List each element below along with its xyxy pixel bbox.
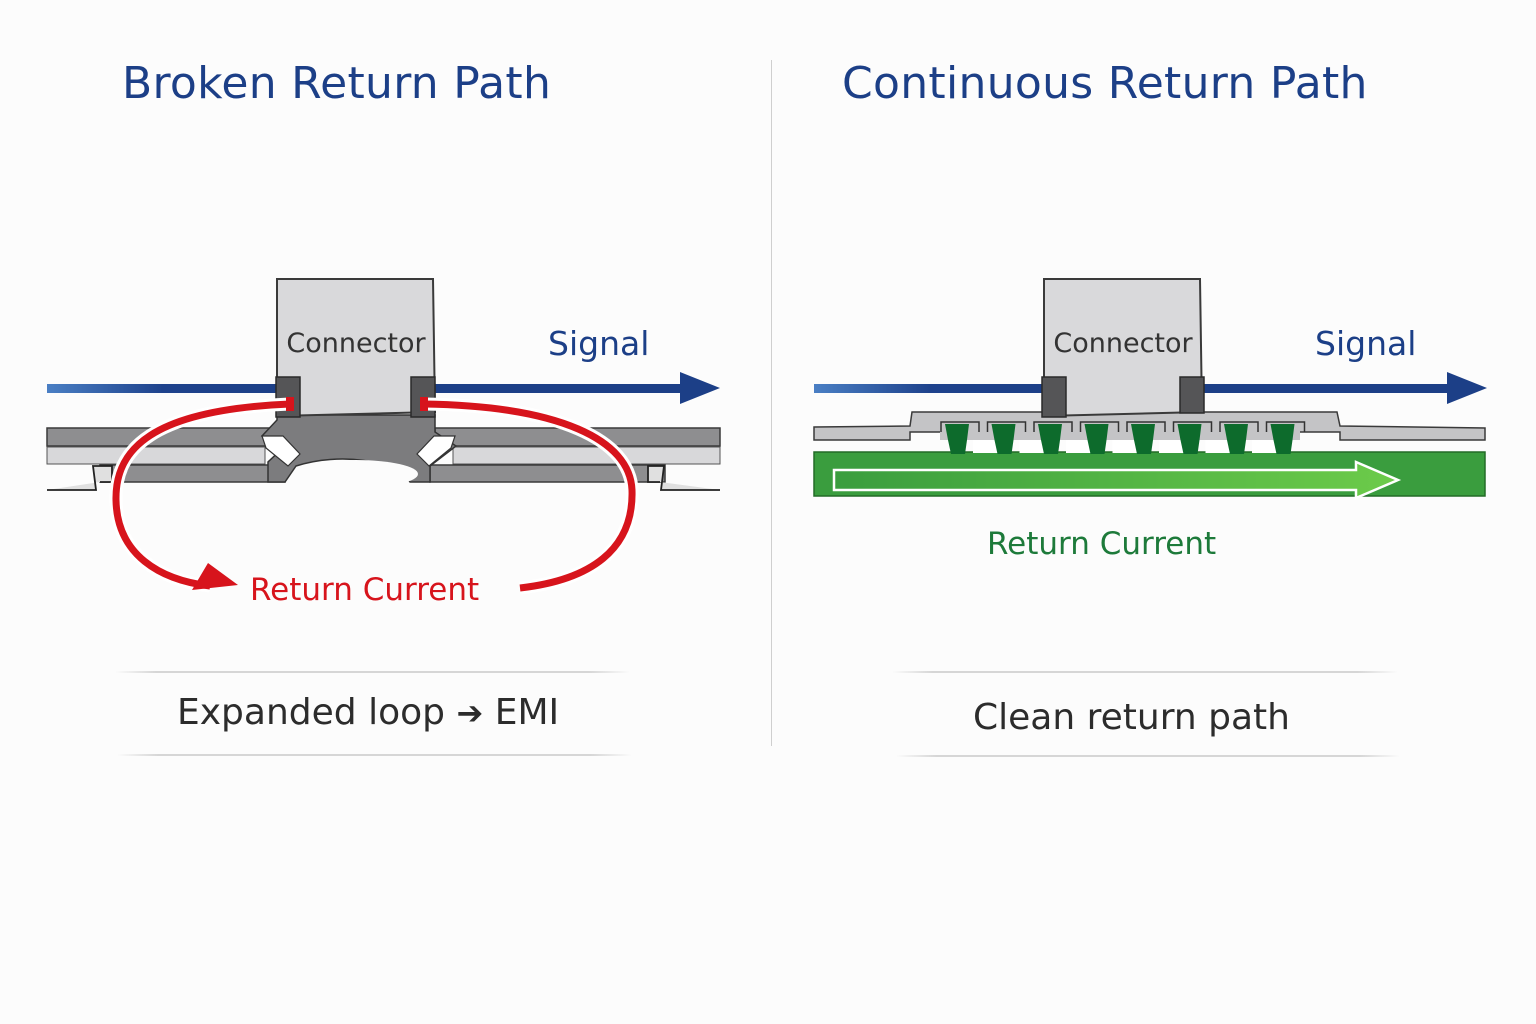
- via-pad: [1126, 421, 1166, 432]
- via-pad: [1079, 421, 1120, 432]
- via-pad: [1265, 421, 1306, 432]
- left-caption-rule-top: [115, 671, 630, 673]
- left-signal-trace-out: [433, 384, 685, 393]
- right-signal-arrowhead-icon: [1447, 372, 1487, 404]
- via: [991, 424, 1016, 454]
- left-signal-trace-in: [47, 384, 279, 393]
- broken-return-path-title: Broken Return Path: [122, 58, 552, 109]
- right-via-row: [940, 421, 1306, 454]
- left-return-loop-right: [423, 400, 636, 592]
- panel-divider: [771, 60, 772, 746]
- right-return-arrow-icon: [832, 460, 1402, 500]
- right-caption-rule-bottom: [896, 755, 1400, 757]
- right-signal-trace-out: [1200, 384, 1452, 393]
- right-signal-label: Signal: [1315, 324, 1416, 363]
- via: [1270, 424, 1295, 454]
- via-pad: [1219, 421, 1259, 432]
- left-caption-text: Expanded loop: [177, 692, 445, 733]
- right-connector-label: Connector: [1053, 328, 1193, 359]
- left-return-current-label: Return Current: [250, 572, 479, 608]
- right-signal-trace-in: [814, 384, 1046, 393]
- via-pad: [940, 421, 980, 432]
- left-caption-rule-bottom: [117, 754, 632, 756]
- left-diagram: Connector Signal Return Current: [46, 278, 721, 608]
- right-connector-pin-right: [1179, 376, 1205, 414]
- right-caption-rule-top: [892, 671, 1398, 673]
- via-pad: [1033, 421, 1073, 432]
- left-pcb-layers: [46, 414, 721, 491]
- right-arrow-icon: ➔: [456, 694, 484, 732]
- left-caption-result: EMI: [494, 692, 560, 733]
- continuous-return-path-title: Continuous Return Path: [842, 58, 1368, 109]
- via: [1084, 424, 1109, 454]
- right-diagram: Connector Signal Return Current: [813, 278, 1487, 562]
- left-mid-layer-left: [46, 446, 266, 465]
- via: [945, 424, 969, 454]
- left-mid-layer-right: [452, 446, 721, 465]
- left-signal-label: Signal: [548, 324, 649, 363]
- via-pad: [1172, 421, 1213, 432]
- via-pad: [986, 421, 1027, 432]
- right-return-current-label: Return Current: [987, 526, 1216, 562]
- left-connector-label: Connector: [286, 328, 426, 359]
- right-caption: Clean return path: [973, 697, 1290, 738]
- right-connector-pin-left: [1041, 376, 1067, 418]
- left-caption: Expanded loop ➔ EMI: [177, 692, 559, 733]
- left-signal-arrowhead-icon: [680, 372, 720, 404]
- left-return-arrowhead-icon: [192, 563, 238, 590]
- left-ground-break: [260, 414, 458, 483]
- left-return-loop-left: [112, 400, 291, 590]
- via: [1224, 424, 1248, 454]
- via: [1177, 424, 1202, 454]
- via: [1038, 424, 1062, 454]
- via: [1131, 424, 1155, 454]
